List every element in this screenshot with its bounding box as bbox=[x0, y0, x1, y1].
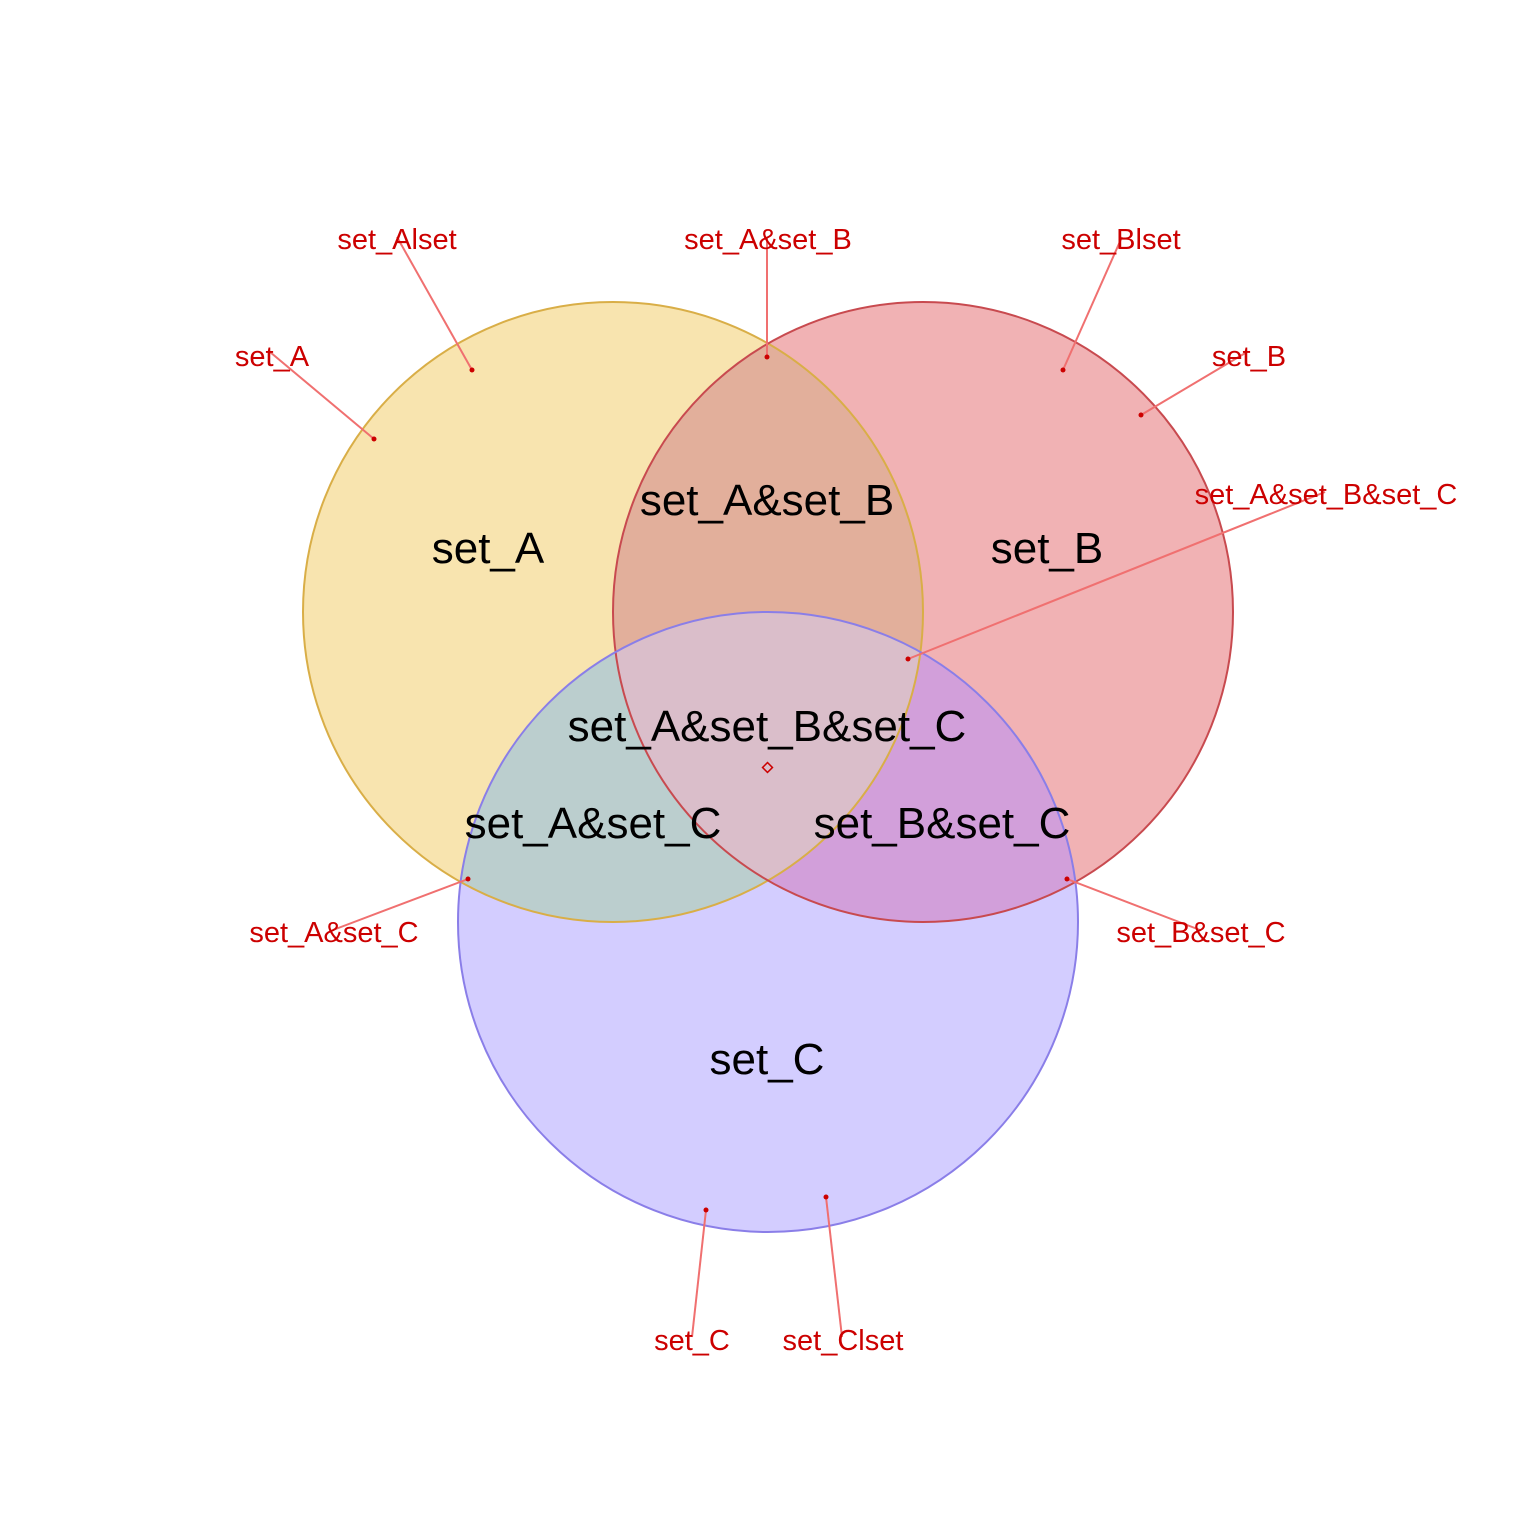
leader-line-set-c-lset bbox=[825, 1196, 843, 1338]
callout-set-c-lset: set_Clset bbox=[783, 1325, 904, 1357]
callout-set-a-set-c: set_A&set_C bbox=[249, 917, 418, 949]
callout-set-a: set_A bbox=[235, 341, 310, 373]
callout-set-b-set-c: set_B&set_C bbox=[1116, 917, 1285, 949]
set-b-set-c-overlap bbox=[613, 612, 1078, 922]
leader-dot bbox=[1060, 367, 1066, 373]
center-marker bbox=[761, 761, 774, 774]
callout-set-c: set_C bbox=[654, 1325, 730, 1357]
region-label-set-a-set-b-set-c: set_A&set_B&set_C bbox=[568, 702, 967, 751]
leader-line-set-a bbox=[269, 351, 375, 440]
leader-dot bbox=[371, 436, 377, 442]
leader-dot bbox=[703, 1207, 709, 1213]
leader-dots bbox=[371, 354, 1144, 1213]
leader-line-set-a-set-b-set-c bbox=[907, 491, 1326, 660]
leader-dot bbox=[764, 354, 770, 360]
leader-dot bbox=[469, 367, 475, 373]
leader-dot bbox=[465, 876, 471, 882]
leader-line-set-b-lset bbox=[1062, 236, 1123, 371]
callout-set-b-lset: set_Blset bbox=[1061, 224, 1180, 256]
leader-dot bbox=[905, 656, 911, 662]
callout-set-a-lset: set_Alset bbox=[337, 224, 456, 256]
region-label-set-a: set_A bbox=[432, 524, 545, 573]
callout-set-a-set-b-set-c: set_A&set_B&set_C bbox=[1195, 479, 1458, 511]
leader-line-set-b-set-c bbox=[1066, 878, 1201, 931]
set-c-outline bbox=[457, 611, 1079, 1233]
set-a-outline bbox=[302, 301, 924, 923]
region-label-set-a-set-c: set_A&set_C bbox=[465, 799, 722, 848]
region-label-set-c: set_C bbox=[710, 1035, 825, 1084]
callout-set-b: set_B bbox=[1212, 341, 1286, 373]
leader-line-set-b bbox=[1140, 351, 1248, 416]
leader-line-set-a-lset bbox=[396, 236, 473, 371]
leader-dot bbox=[1064, 876, 1070, 882]
callout-set-a-set-b: set_A&set_B bbox=[684, 224, 852, 256]
leader-dot bbox=[1138, 412, 1144, 418]
set-b-outline bbox=[612, 301, 1234, 923]
region-label-set-b-set-c: set_B&set_C bbox=[814, 799, 1071, 848]
leader-dot bbox=[823, 1194, 829, 1200]
leader-line-set-a-set-c bbox=[332, 878, 469, 931]
region-label-set-a-set-b: set_A&set_B bbox=[640, 476, 894, 525]
leader-line-set-c bbox=[691, 1209, 707, 1338]
region-label-set-b: set_B bbox=[991, 524, 1104, 573]
leader-lines bbox=[269, 236, 1326, 1338]
set-a-set-c-overlap bbox=[458, 612, 923, 922]
